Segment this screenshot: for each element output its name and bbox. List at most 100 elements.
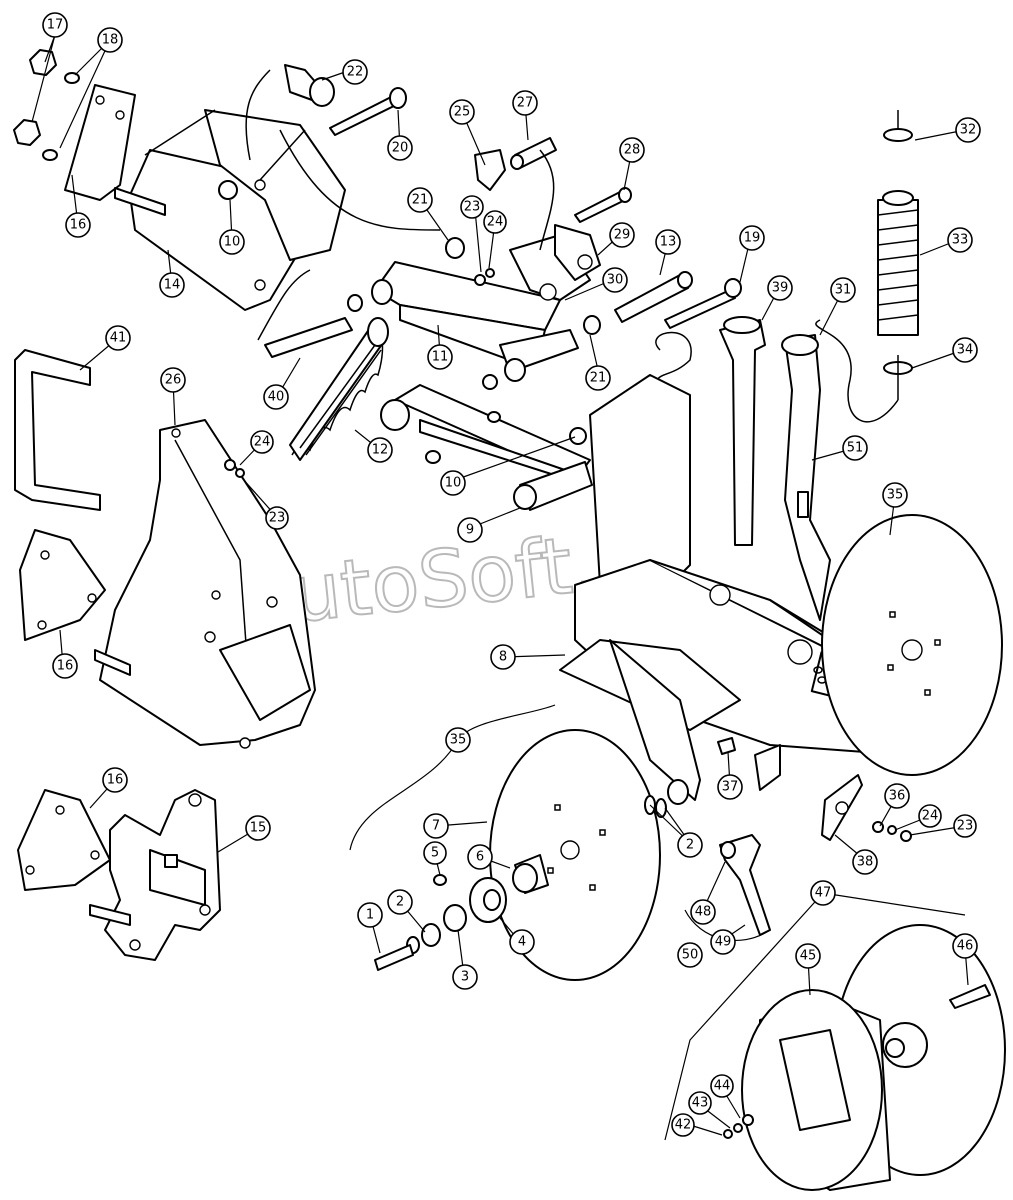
svg-text:50: 50 [682,948,699,963]
svg-text:12: 12 [372,443,389,458]
svg-text:23: 23 [464,200,481,215]
svg-text:26: 26 [165,373,182,388]
callout-23: 23 [460,195,484,219]
svg-text:35: 35 [887,488,904,503]
svg-text:42: 42 [675,1118,692,1133]
callout-21b: 21 [585,365,611,391]
callout-40: 40 [263,384,289,410]
callout-32: 32 [955,117,981,143]
svg-text:29: 29 [614,228,631,243]
callout-2b: 2 [387,889,413,915]
svg-text:35: 35 [450,733,467,748]
callout-37: 37 [717,774,743,800]
callout-48: 48 [690,899,716,925]
svg-text:47: 47 [815,886,832,901]
callout-4: 4 [509,929,535,955]
svg-text:7: 7 [432,819,440,834]
svg-text:28: 28 [624,143,641,158]
callout-3: 3 [452,964,478,990]
callout-16b: 16 [52,653,78,679]
callout-35b: 35 [445,727,471,753]
svg-text:23: 23 [269,511,286,526]
svg-text:11: 11 [432,350,449,365]
callout-17: 17 [42,12,68,38]
callout-49: 49 [710,929,736,955]
svg-text:16: 16 [70,218,87,233]
hub-assembly-part [374,854,549,971]
callout-14: 14 [159,272,185,298]
callout-21: 21 [407,187,433,213]
svg-text:9: 9 [466,523,474,538]
svg-text:6: 6 [476,850,484,865]
svg-text:5: 5 [431,846,439,861]
svg-text:46: 46 [957,939,974,954]
callout-11: 11 [427,344,453,370]
svg-text:10: 10 [445,476,462,491]
callout-45: 45 [795,943,821,969]
callout-47: 47 [810,880,836,906]
svg-text:41: 41 [110,331,127,346]
svg-text:14: 14 [164,278,181,293]
frame-plate-part [14,349,316,749]
callout-24b: 24 [250,430,274,454]
callout-23c: 23 [953,814,977,838]
svg-text:13: 13 [660,235,677,250]
callout-28: 28 [619,137,645,163]
callout-8: 8 [490,644,516,670]
callout-2: 2 [677,832,703,858]
svg-text:3: 3 [461,970,469,985]
svg-text:36: 36 [889,789,906,804]
callout-16c: 16 [102,767,128,793]
svg-text:37: 37 [722,780,739,795]
callout-43: 43 [688,1091,712,1115]
callout-6: 6 [467,844,493,870]
svg-text:20: 20 [392,141,409,156]
scraper-part [644,737,912,936]
svg-text:44: 44 [714,1079,731,1094]
svg-text:15: 15 [250,821,267,836]
seed-tube-part [719,316,831,621]
svg-text:4: 4 [518,935,526,950]
callout-19: 19 [739,225,765,251]
callout-42: 42 [671,1113,695,1137]
svg-text:45: 45 [800,949,817,964]
callout-5: 5 [423,841,447,865]
callout-29: 29 [609,222,635,248]
svg-text:24: 24 [487,215,504,230]
callout-7: 7 [423,813,449,839]
svg-text:22: 22 [347,65,364,80]
callout-51: 51 [842,435,868,461]
callout-9: 9 [457,517,483,543]
svg-text:19: 19 [744,231,761,246]
callout-20: 20 [387,135,413,161]
svg-text:33: 33 [952,233,969,248]
svg-text:8: 8 [499,650,507,665]
coil-assembly-part [815,110,919,423]
svg-text:2: 2 [396,895,404,910]
callout-35: 35 [882,482,908,508]
svg-text:18: 18 [102,33,119,48]
gauge-wheel-part [723,924,1006,1191]
callout-46: 46 [952,933,978,959]
callout-44: 44 [710,1074,734,1098]
svg-text:21: 21 [590,371,607,386]
callout-34: 34 [952,337,978,363]
callout-1: 1 [357,902,383,928]
callout-38: 38 [852,849,878,875]
callout-36: 36 [884,783,910,809]
linkage-arms-part [224,137,742,511]
callout-16: 16 [65,212,91,238]
svg-text:10: 10 [224,235,241,250]
svg-text:16: 16 [107,773,124,788]
svg-text:43: 43 [692,1096,709,1111]
callout-27: 27 [512,90,538,116]
svg-text:16: 16 [57,659,74,674]
callout-18: 18 [97,27,123,53]
callout-26: 26 [160,367,186,393]
svg-text:30: 30 [607,273,624,288]
callout-50: 50 [677,942,703,968]
callout-31: 31 [830,277,856,303]
svg-text:25: 25 [454,105,471,120]
callout-13: 13 [655,229,681,255]
